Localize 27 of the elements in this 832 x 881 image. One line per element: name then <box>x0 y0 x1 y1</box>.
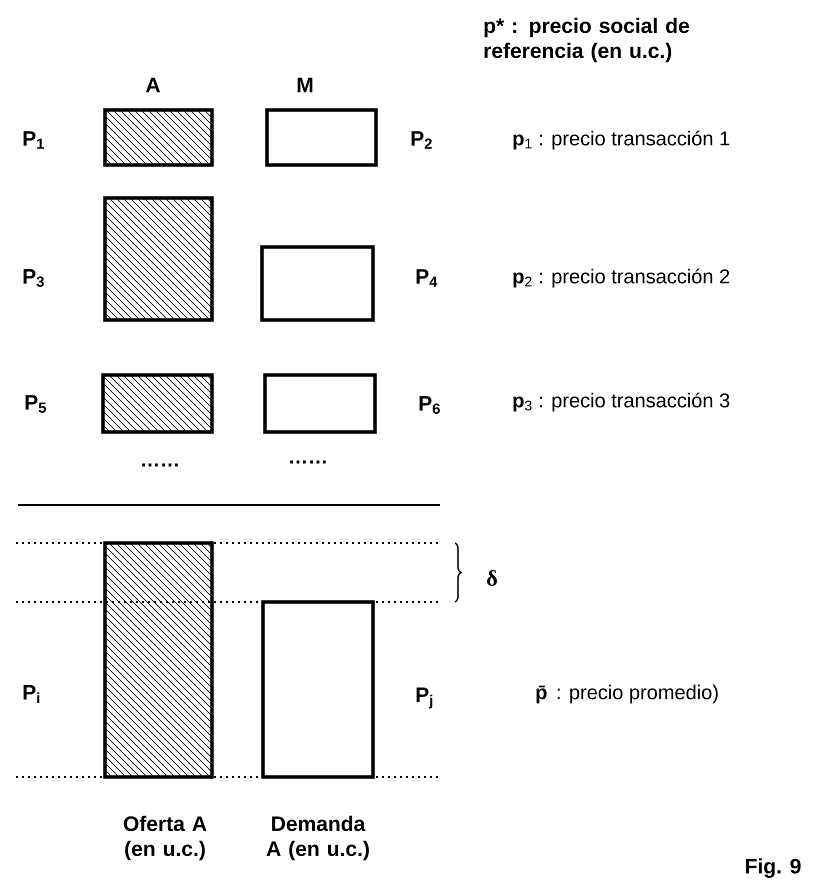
legend-note: p$_{1}$ : precio transacción 1 <box>514 130 730 150</box>
legend-note: p̄ : precio promedio) <box>536 684 718 704</box>
price-label: P$_{4}$ <box>416 269 438 287</box>
legend-note: p$_{3}$ : precio transacción 3 <box>514 392 730 412</box>
ellipsis: …… <box>142 464 178 466</box>
bar-caption: Demanda A (en u.c.) <box>266 816 369 860</box>
price-label: P$_{5}$ <box>26 395 46 413</box>
bar <box>263 373 377 434</box>
price-label: P$_{j}$ <box>416 688 432 708</box>
bar <box>260 245 375 322</box>
price-label: P$_{i}$ <box>24 685 40 703</box>
hatched-bar <box>101 373 214 434</box>
price-label: P$_{1}$ <box>24 131 44 149</box>
bar-caption: Oferta A (en u.c.) <box>124 816 206 860</box>
hatched-bar <box>103 541 214 779</box>
price-label: P$_{2}$ <box>412 131 432 149</box>
figure-caption: Fig. 9 <box>746 858 801 878</box>
ellipsis: …… <box>290 460 326 464</box>
hatched-bar <box>103 108 214 167</box>
hatched-bar <box>103 196 214 322</box>
bar <box>261 600 375 779</box>
legend-note: p$_{2}$ : precio transacción 2 <box>514 268 730 288</box>
price-label: P$_{3}$ <box>24 269 44 287</box>
price-label: P$_{6}$ <box>420 396 440 414</box>
delta-symbol: δ <box>487 570 497 586</box>
legend-note: p* : precio social de referencia (en u.c.) <box>484 18 690 62</box>
bar <box>265 108 378 167</box>
